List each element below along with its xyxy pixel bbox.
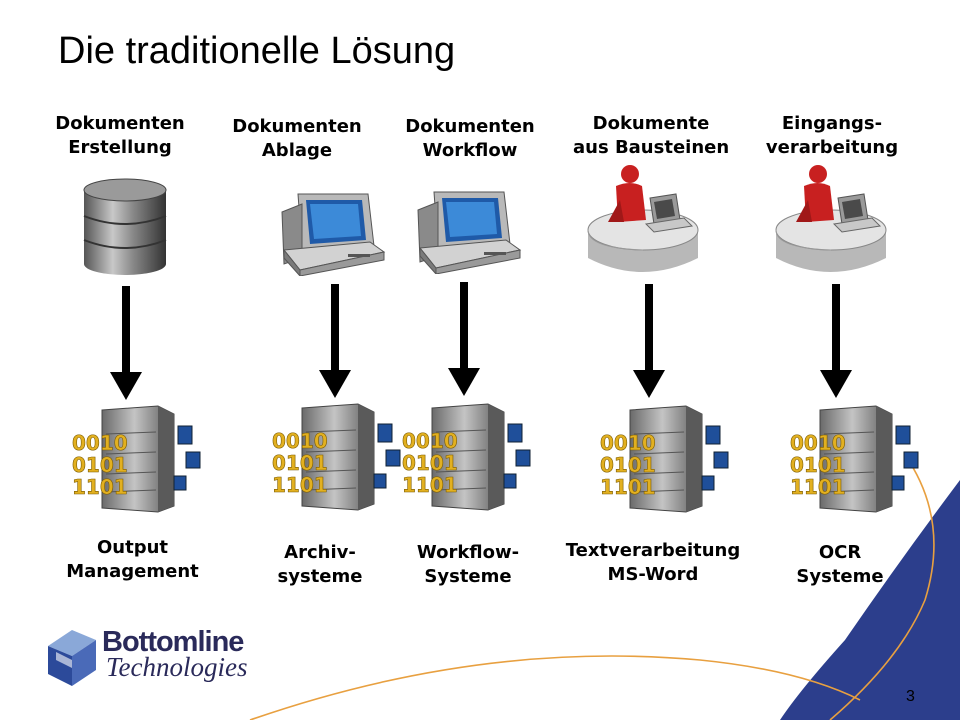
binary-text: 0101 — [402, 451, 458, 475]
binary-text: 1101 — [72, 475, 128, 499]
binary-text: 0010 — [402, 429, 458, 453]
down-arrow — [110, 286, 142, 400]
workstation-user-icon — [587, 165, 699, 272]
binary-text: 0010 — [272, 429, 328, 453]
bottomline-logo-icon — [48, 630, 96, 686]
bottom-label-3: Workflow-Systeme — [416, 542, 520, 587]
logo-subtext: Technologies — [106, 652, 248, 682]
workstation-user-icon — [775, 165, 887, 272]
binary-text: 0010 — [790, 431, 846, 455]
binary-text: 1101 — [790, 475, 846, 499]
computer-icon — [281, 193, 386, 276]
top-label-5: Eingangs-verarbeitung — [765, 113, 899, 158]
binary-text: 1101 — [402, 473, 458, 497]
page-number: 3 — [906, 688, 915, 705]
binary-text: 0101 — [600, 453, 656, 477]
down-arrow — [448, 282, 480, 396]
binary-text: 0010 — [600, 431, 656, 455]
binary-text: 0101 — [72, 453, 128, 477]
down-arrow — [319, 284, 351, 398]
page-title: Die traditionelle Lösung — [58, 30, 456, 72]
down-arrow — [820, 284, 852, 398]
down-arrow — [633, 284, 665, 398]
binary-text: 1101 — [272, 473, 328, 497]
binary-text: 0101 — [790, 453, 846, 477]
binary-text: 0101 — [272, 451, 328, 475]
binary-text: 0010 — [72, 431, 128, 455]
logo-text: Bottomline — [102, 626, 244, 658]
database-icon — [83, 178, 167, 275]
computer-icon — [417, 191, 522, 274]
binary-text: 1101 — [600, 475, 656, 499]
bottom-label-2: Archiv-systeme — [277, 542, 363, 587]
